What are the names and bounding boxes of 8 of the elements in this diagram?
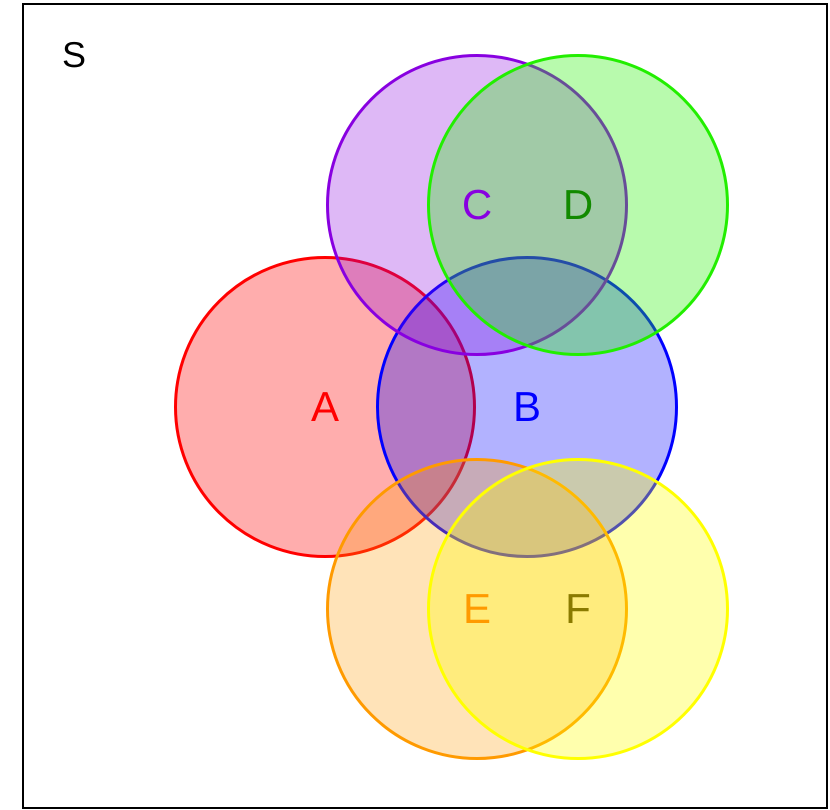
set-label: S	[62, 37, 86, 73]
set-label: E	[462, 588, 491, 630]
set-label: D	[562, 184, 594, 226]
set-label: B	[512, 386, 541, 428]
set-label: C	[462, 184, 492, 226]
universal-set-box	[22, 3, 828, 809]
set-label: A	[310, 386, 339, 428]
set-label: F	[565, 588, 591, 630]
